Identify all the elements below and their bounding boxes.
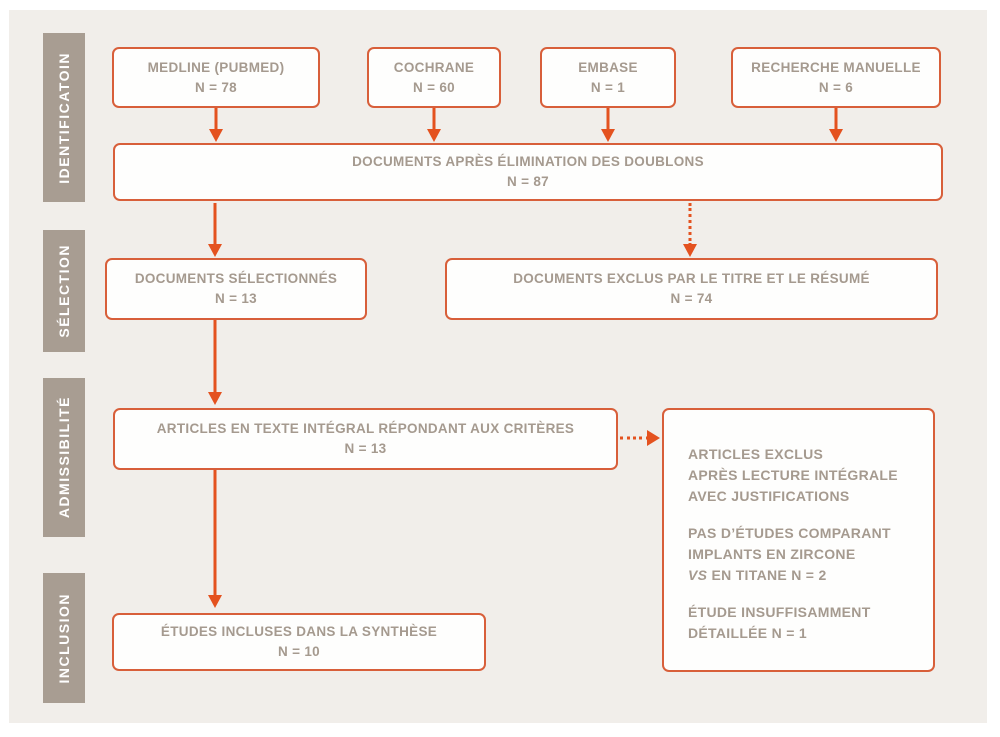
box-medline-n: N = 78: [195, 79, 237, 95]
box-dedup: DOCUMENTS APRÈS ÉLIMINATION DES DOUBLONS…: [113, 143, 943, 201]
arrowhead-down-icon: [208, 244, 222, 257]
arrow-fulltext-to-excluded-dotted: [620, 430, 660, 446]
box-selected-n: N = 13: [215, 291, 257, 306]
box-excluded-fulltext: ARTICLES EXCLUS APRÈS LECTURE INTÉGRALE …: [662, 408, 935, 672]
box-cochrane: COCHRANE N = 60: [367, 47, 501, 108]
arrow-cochrane-down: [427, 108, 441, 142]
stage-inclusion-label: INCLUSION: [56, 592, 72, 684]
box-embase: EMBASE N = 1: [540, 47, 676, 108]
arrowhead-down-icon: [208, 595, 222, 608]
arrowhead-down-icon: [209, 129, 223, 142]
box-recherche-manuelle-label: RECHERCHE MANUELLE: [751, 59, 921, 75]
box-cochrane-label: COCHRANE: [393, 59, 475, 75]
arrowhead-down-icon: [829, 129, 843, 142]
excluded-fulltext-para3: ÉTUDE INSUFFISAMMENT DÉTAILLÉE N = 1: [688, 604, 871, 641]
box-recherche-manuelle: RECHERCHE MANUELLE N = 6: [731, 47, 941, 108]
box-medline-label: MEDLINE (PUBMED): [147, 59, 285, 75]
arrowhead-down-icon: [683, 244, 697, 257]
excluded-fulltext-para1: ARTICLES EXCLUS APRÈS LECTURE INTÉGRALE …: [688, 446, 898, 504]
box-included: ÉTUDES INCLUSES DANS LA SYNTHÈSE N = 10: [112, 613, 486, 671]
box-selected: DOCUMENTS SÉLECTIONNÉS N = 13: [105, 258, 367, 320]
stage-identification-label: IDENTIFICATOIN: [56, 51, 72, 184]
box-embase-label: EMBASE: [578, 59, 638, 75]
arrow-fulltext-to-included: [208, 470, 222, 608]
box-included-n: N = 10: [278, 644, 320, 659]
box-medline: MEDLINE (PUBMED) N = 78: [112, 47, 320, 108]
box-dedup-n: N = 87: [507, 174, 549, 189]
vs-italic-text: VS: [688, 567, 708, 583]
box-recherche-manuelle-n: N = 6: [818, 79, 854, 95]
stage-selection: SÉLECTION: [43, 230, 85, 352]
arrow-medline-down: [209, 108, 223, 142]
arrow-dedup-to-selected: [208, 203, 222, 257]
stage-selection-label: SÉLECTION: [56, 244, 72, 338]
arrowhead-down-icon: [427, 129, 441, 142]
box-fulltext: ARTICLES EN TEXTE INTÉGRAL RÉPONDANT AUX…: [113, 408, 618, 470]
stage-inclusion: INCLUSION: [43, 573, 85, 703]
box-excluded-title: DOCUMENTS EXCLUS PAR LE TITRE ET LE RÉSU…: [445, 258, 938, 320]
arrowhead-right-icon: [647, 430, 660, 446]
arrow-embase-down: [601, 108, 615, 142]
box-fulltext-label: ARTICLES EN TEXTE INTÉGRAL RÉPONDANT AUX…: [156, 421, 575, 436]
arrowhead-down-icon: [601, 129, 615, 142]
excluded-fulltext-para2: PAS D’ÉTUDES COMPARANT IMPLANTS EN ZIRCO…: [688, 525, 891, 583]
box-embase-n: N = 1: [590, 79, 626, 95]
stage-identification: IDENTIFICATOIN: [43, 33, 85, 202]
arrowhead-down-icon: [208, 392, 222, 405]
arrow-recherche-down: [829, 108, 843, 142]
box-dedup-label: DOCUMENTS APRÈS ÉLIMINATION DES DOUBLONS: [352, 154, 704, 169]
box-fulltext-n: N = 13: [344, 441, 387, 456]
arrow-selected-to-fulltext: [208, 320, 222, 405]
box-selected-label: DOCUMENTS SÉLECTIONNÉS: [134, 271, 338, 286]
box-included-label: ÉTUDES INCLUSES DANS LA SYNTHÈSE: [160, 624, 438, 639]
stage-admissibility-label: ADMISSIBILITÉ: [56, 396, 72, 519]
arrow-dedup-to-excluded-dotted: [683, 203, 697, 257]
box-cochrane-n: N = 60: [413, 79, 455, 95]
stage-admissibility: ADMISSIBILITÉ: [43, 378, 85, 537]
box-excluded-title-label: DOCUMENTS EXCLUS PAR LE TITRE ET LE RÉSU…: [513, 271, 870, 286]
box-excluded-title-n: N = 74: [670, 291, 713, 306]
